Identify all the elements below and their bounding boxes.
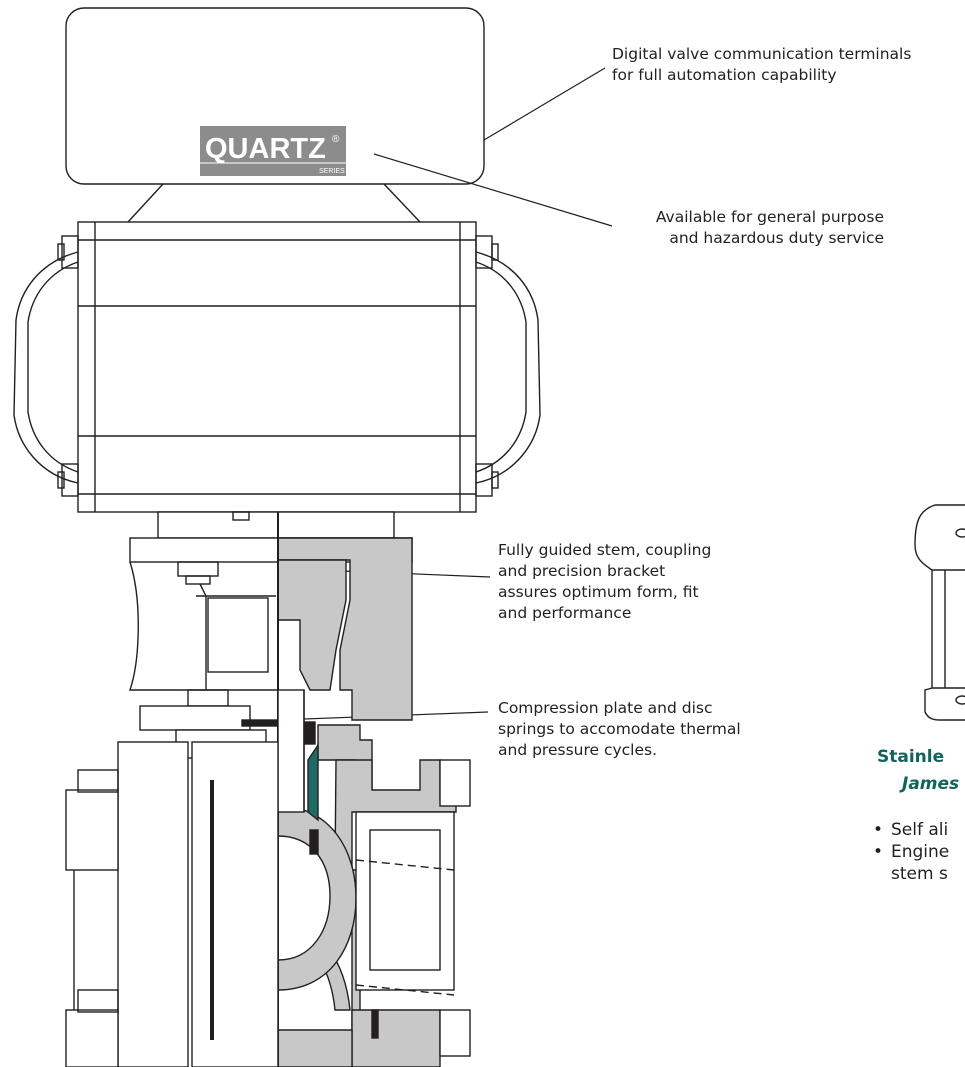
logo-wordmark: QUARTZ xyxy=(205,133,326,165)
quartz-logo: QUARTZ ® SERIES xyxy=(200,126,346,176)
seals xyxy=(241,719,379,1039)
stainless-bracket-view xyxy=(914,504,965,721)
callout-compression-plate: Compression plate and disc springs to ac… xyxy=(498,699,741,759)
callout-communication-terminals: Digital valve communication terminals fo… xyxy=(612,45,912,84)
callout-service-duty: Available for general purpose and hazard… xyxy=(655,208,884,247)
logo-registered-mark: ® xyxy=(332,134,340,145)
section-cut xyxy=(277,537,457,1067)
callout-guided-stem: Fully guided stem, coupling and precisio… xyxy=(498,541,712,622)
ball xyxy=(277,805,357,991)
valve-body xyxy=(65,741,471,1067)
bracket-title: Stainle James xyxy=(877,744,959,798)
logo-series-text: SERIES xyxy=(319,168,345,175)
bullet-item: Self ali xyxy=(873,819,965,841)
actuator xyxy=(13,221,541,513)
feature-bullets: Self ali Engine stem s xyxy=(873,819,965,885)
bracket-title-line: Stainle xyxy=(877,747,945,767)
bracket-subtitle-line: James xyxy=(902,774,960,794)
quartz-switch-box xyxy=(65,7,485,223)
bullet-item: Engine stem s xyxy=(873,841,965,885)
